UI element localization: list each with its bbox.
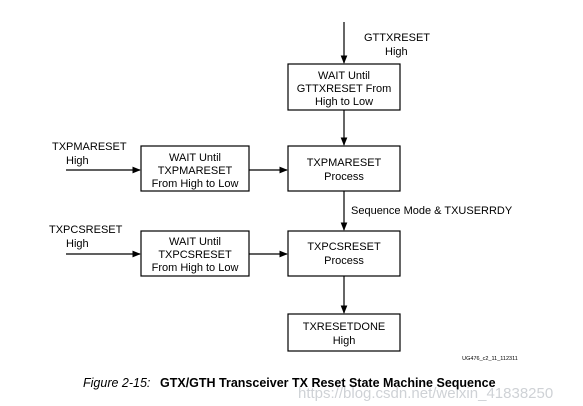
svg-text:TXPMARESET: TXPMARESET xyxy=(52,141,127,153)
svg-text:GTTXRESET: GTTXRESET xyxy=(364,32,430,44)
svg-text:High: High xyxy=(66,238,89,250)
svg-text:High: High xyxy=(66,155,89,167)
svg-text:TXPCSRESET: TXPCSRESET xyxy=(307,241,381,253)
txpcsreset-process-box: TXPCSRESET Process xyxy=(287,230,401,277)
svg-text:TXPCSRESET: TXPCSRESET xyxy=(158,249,232,261)
wait-gttxreset-box: WAIT Until GTTXRESET From High to Low xyxy=(287,63,401,111)
figure-code: UG476_c2_11_112311 xyxy=(462,356,518,362)
svg-text:WAIT Until: WAIT Until xyxy=(169,152,221,164)
txpmareset-input-label: TXPMARESET High xyxy=(52,141,127,167)
wait-txpcsreset-box: WAIT Until TXPCSRESET From High to Low xyxy=(140,230,250,277)
svg-text:GTTXRESET From: GTTXRESET From xyxy=(297,83,392,95)
svg-text:High: High xyxy=(333,335,356,347)
svg-text:WAIT Until: WAIT Until xyxy=(318,70,370,82)
sequence-mode-edge-label: Sequence Mode & TXUSERRDY xyxy=(351,205,513,217)
svg-text:From High to Low: From High to Low xyxy=(152,178,239,190)
watermark: https://blog.csdn.net/weixin_41838250 xyxy=(298,385,553,402)
svg-text:High to Low: High to Low xyxy=(315,96,373,108)
wait-txpmareset-box: WAIT Until TXPMARESET From High to Low xyxy=(140,145,250,192)
svg-text:WAIT Until: WAIT Until xyxy=(169,236,221,248)
svg-text:TXRESETDONE: TXRESETDONE xyxy=(303,321,386,333)
txpcsreset-input-label: TXPCSRESET High xyxy=(49,224,123,250)
svg-text:Process: Process xyxy=(324,255,364,267)
svg-text:Process: Process xyxy=(324,171,364,183)
gttxreset-input-label: GTTXRESET High xyxy=(364,32,430,58)
svg-text:From High to Low: From High to Low xyxy=(152,262,239,274)
svg-text:TXPMARESET: TXPMARESET xyxy=(307,157,382,169)
txresetdone-box: TXRESETDONE High xyxy=(287,313,401,352)
svg-text:TXPCSRESET: TXPCSRESET xyxy=(49,224,123,236)
caption-title: GTX/GTH Transceiver TX Reset State Machi… xyxy=(160,376,496,390)
svg-text:High: High xyxy=(385,46,408,58)
svg-text:TXPMARESET: TXPMARESET xyxy=(158,165,233,177)
txpmareset-process-box: TXPMARESET Process xyxy=(287,145,401,192)
caption-label: Figure 2-15: xyxy=(83,376,150,390)
